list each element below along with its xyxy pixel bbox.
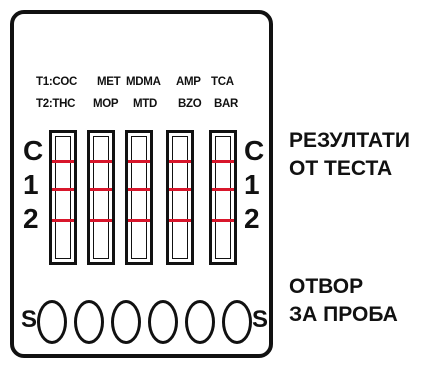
test-cassette: T1:COC MET MDMA AMP TCA T2:THC MOP MTD B… — [10, 10, 273, 358]
control-line — [52, 160, 74, 163]
test-strip — [166, 130, 194, 265]
sample-well — [74, 300, 104, 344]
sample-well — [111, 300, 141, 344]
header-mop: MOP — [93, 98, 119, 110]
header-t1-coc: T1:COC — [36, 76, 78, 88]
header-mtd: MTD — [133, 98, 158, 110]
test-strip — [125, 130, 153, 265]
results-label-line-2: ОТ ТЕСТА — [289, 157, 393, 181]
control-line — [212, 160, 234, 163]
test-line-2 — [52, 219, 74, 222]
header-mdma: MDMA — [126, 76, 161, 88]
level-label-2-right: 2 — [244, 203, 260, 234]
header-tca: TCA — [211, 76, 234, 88]
test-line-2 — [128, 219, 150, 222]
test-line-1 — [90, 188, 112, 191]
level-label-1-right: 1 — [244, 169, 260, 200]
results-label-line-1: РЕЗУЛТАТИ — [289, 129, 410, 152]
test-strip — [87, 130, 115, 265]
results-label: РЕЗУЛТАТИ ОТ ТЕСТА — [289, 127, 410, 184]
test-strip — [49, 130, 77, 265]
test-line-1 — [128, 188, 150, 191]
sample-label-line-2: ЗА ПРОБА — [289, 303, 398, 327]
sample-opening-label: ОТВОР ЗА ПРОБА — [289, 273, 398, 330]
header-bzo: BZO — [178, 98, 202, 110]
sample-well — [222, 300, 252, 344]
test-line-1 — [212, 188, 234, 191]
level-label-c-right: C — [244, 135, 265, 166]
test-line-1 — [52, 188, 74, 191]
level-label-c-left: C — [23, 135, 44, 166]
header-bar: BAR — [214, 98, 239, 110]
test-line-2 — [212, 219, 234, 222]
sample-well — [37, 300, 67, 344]
sample-well — [185, 300, 215, 344]
sample-label-line-1: ОТВОР — [289, 275, 364, 298]
level-label-2-left: 2 — [23, 203, 39, 234]
header-met: MET — [97, 76, 121, 88]
test-line-2 — [90, 219, 112, 222]
test-line-2 — [169, 219, 191, 222]
header-amp: AMP — [176, 76, 201, 88]
header-t2-thc: T2:THC — [36, 98, 76, 110]
test-strip — [209, 130, 237, 265]
sample-well — [148, 300, 178, 344]
control-line — [169, 160, 191, 163]
level-label-1-left: 1 — [23, 169, 39, 200]
test-line-1 — [169, 188, 191, 191]
control-line — [128, 160, 150, 163]
control-line — [90, 160, 112, 163]
sample-marker-left: S — [21, 306, 38, 333]
sample-marker-right: S — [252, 306, 269, 333]
